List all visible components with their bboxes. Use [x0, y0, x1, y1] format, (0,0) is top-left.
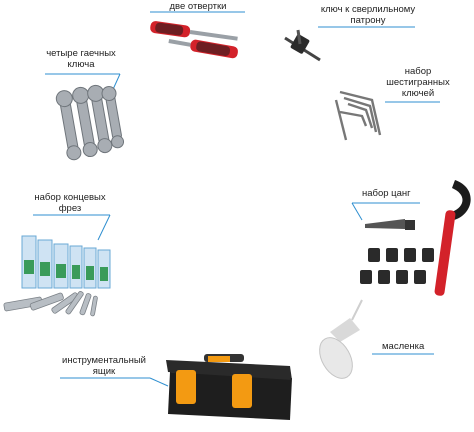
label-chuck-key: ключ к сверлильному патрону	[316, 4, 420, 26]
label-hex-keys: набор шестигранных ключей	[380, 66, 456, 99]
oiler-icon	[319, 299, 363, 379]
label-chuck-key-line2: патрону	[350, 15, 386, 26]
label-hex-keys-line2: шестигранных	[386, 77, 450, 88]
collet-icon	[360, 180, 471, 296]
screwdriver-icon	[150, 21, 238, 59]
wrench-icon	[55, 84, 125, 161]
label-wrenches-line1: четыре гаечных	[46, 48, 116, 59]
label-oiler: масленка	[382, 341, 425, 352]
label-wrenches: четыре гаечных ключа	[40, 48, 122, 70]
label-end-mills-line2: фрез	[58, 203, 82, 214]
label-screwdrivers: две отвертки	[169, 1, 227, 12]
leader-end-mills-tip	[97, 214, 111, 241]
leader-collets-tip	[351, 202, 363, 221]
label-wrenches-line2: ключа	[67, 59, 95, 70]
label-toolbox-line2: ящик	[92, 366, 116, 377]
chuck-key-icon	[284, 29, 321, 62]
end-mill-icon	[3, 235, 111, 317]
toolbox-icon	[166, 354, 292, 420]
label-end-mills-line1: набор концевых	[34, 192, 106, 203]
label-toolbox: инструментальный ящик	[56, 355, 152, 377]
leader-lines	[33, 11, 440, 387]
label-collets: набор цанг	[362, 188, 411, 199]
label-chuck-key-line1: ключ к сверлильному	[320, 4, 416, 15]
label-hex-keys-line1: набор	[404, 66, 432, 77]
label-end-mills: набор концевых фрез	[28, 192, 112, 214]
leader-toolbox-tip	[149, 377, 169, 387]
hex-key-icon	[334, 90, 382, 141]
label-hex-keys-line3: ключей	[401, 88, 435, 99]
label-toolbox-line1: инструментальный	[62, 355, 146, 366]
